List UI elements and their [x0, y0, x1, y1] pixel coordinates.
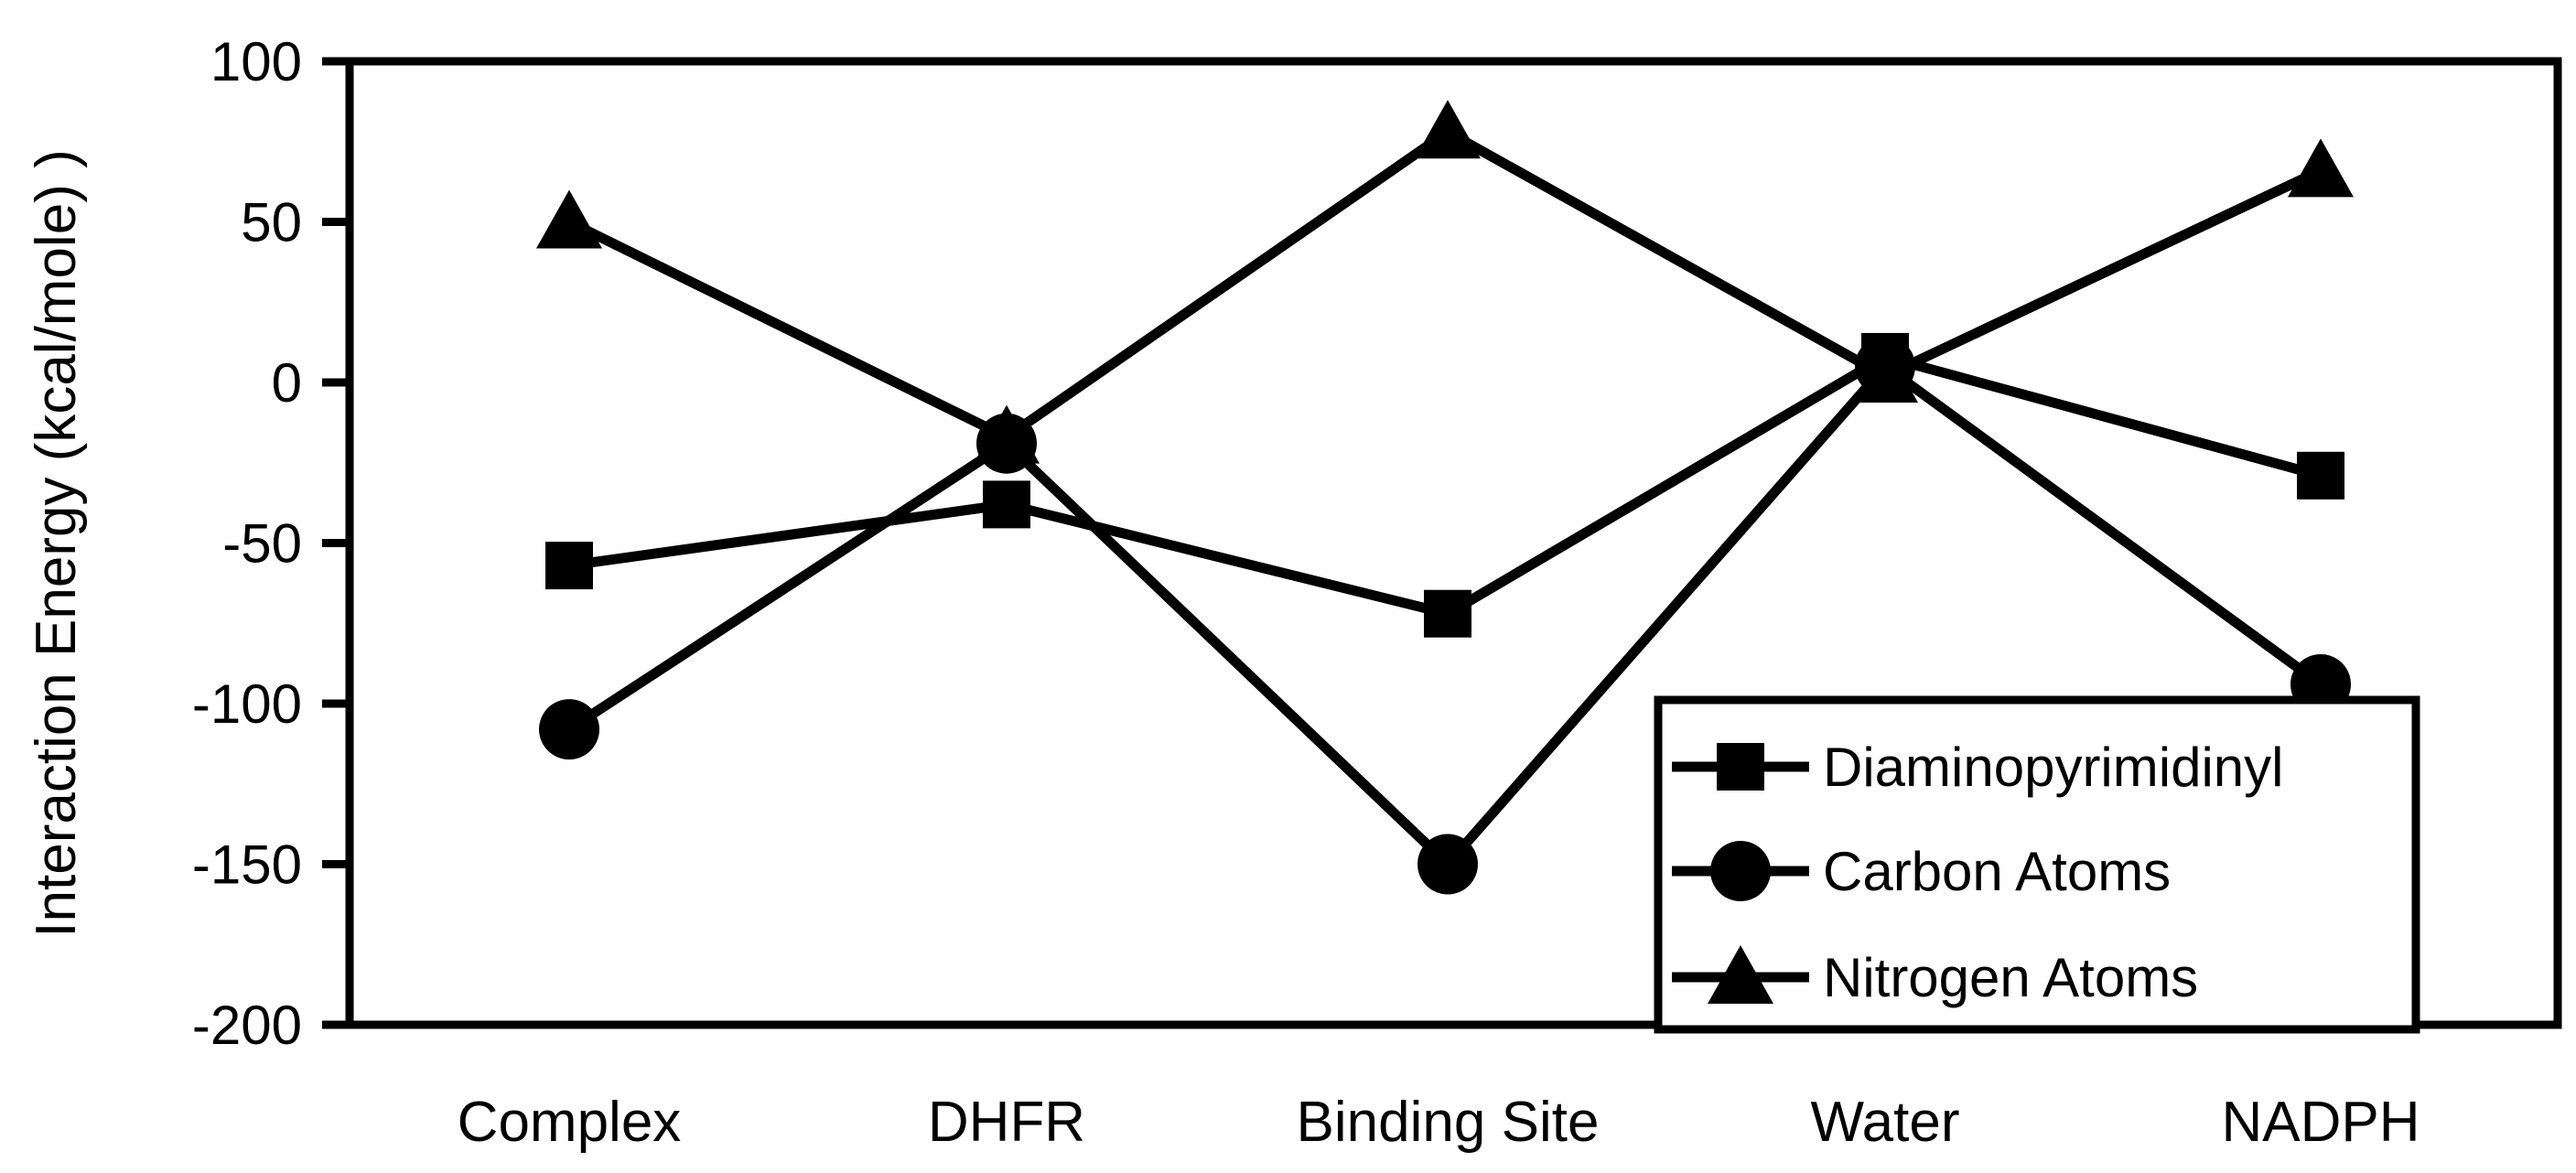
- marker-circle: [1417, 834, 1478, 895]
- marker-triangle: [974, 404, 1040, 464]
- legend-marker-square-icon: [1717, 743, 1764, 791]
- x-category-label: Complex: [458, 1091, 682, 1154]
- y-tick-label: 0: [272, 352, 302, 414]
- legend-marker-triangle-icon: [1708, 945, 1773, 1004]
- y-tick-label: 50: [241, 192, 302, 253]
- series-nitrogen-atoms: [536, 100, 2354, 464]
- marker-triangle: [2288, 138, 2354, 198]
- marker-circle: [539, 699, 599, 760]
- legend-entry-carbon-atoms: Carbon Atoms: [1672, 841, 2171, 902]
- marker-square: [545, 542, 593, 590]
- legend-entry-diaminopyrimidinyl: Diaminopyrimidinyl: [1672, 737, 2283, 798]
- marker-square: [1424, 589, 1471, 638]
- y-tick-label: 100: [210, 31, 302, 92]
- x-category-label: DHFR: [928, 1091, 1085, 1154]
- marker-triangle: [536, 189, 602, 249]
- x-category-label: Binding Site: [1297, 1091, 1600, 1154]
- y-tick-label: -150: [192, 834, 302, 896]
- legend-label: Carbon Atoms: [1823, 841, 2171, 902]
- marker-triangle: [1852, 343, 1918, 403]
- legend-label: Diaminopyrimidinyl: [1823, 737, 2283, 798]
- series-line-nitrogen-atoms: [566, 125, 2323, 444]
- x-category-label: Water: [1810, 1091, 1959, 1154]
- x-category-label: NADPH: [2221, 1091, 2420, 1154]
- marker-square: [2297, 451, 2344, 500]
- series-line-diaminopyrimidinyl: [568, 351, 2323, 619]
- series-diaminopyrimidinyl: [545, 332, 2344, 638]
- legend-label: Nitrogen Atoms: [1823, 947, 2198, 1008]
- marker-square: [983, 480, 1030, 529]
- y-tick-label: -200: [192, 995, 302, 1056]
- y-axis-title: Interaction Energy (kcal/mole) ): [25, 149, 88, 937]
- legend-marker-circle-icon: [1710, 841, 1771, 901]
- y-tick-label: -100: [192, 673, 302, 735]
- legend-entry-nitrogen-atoms: Nitrogen Atoms: [1672, 945, 2198, 1008]
- marker-triangle: [1415, 100, 1481, 159]
- y-tick-label: -50: [222, 513, 302, 575]
